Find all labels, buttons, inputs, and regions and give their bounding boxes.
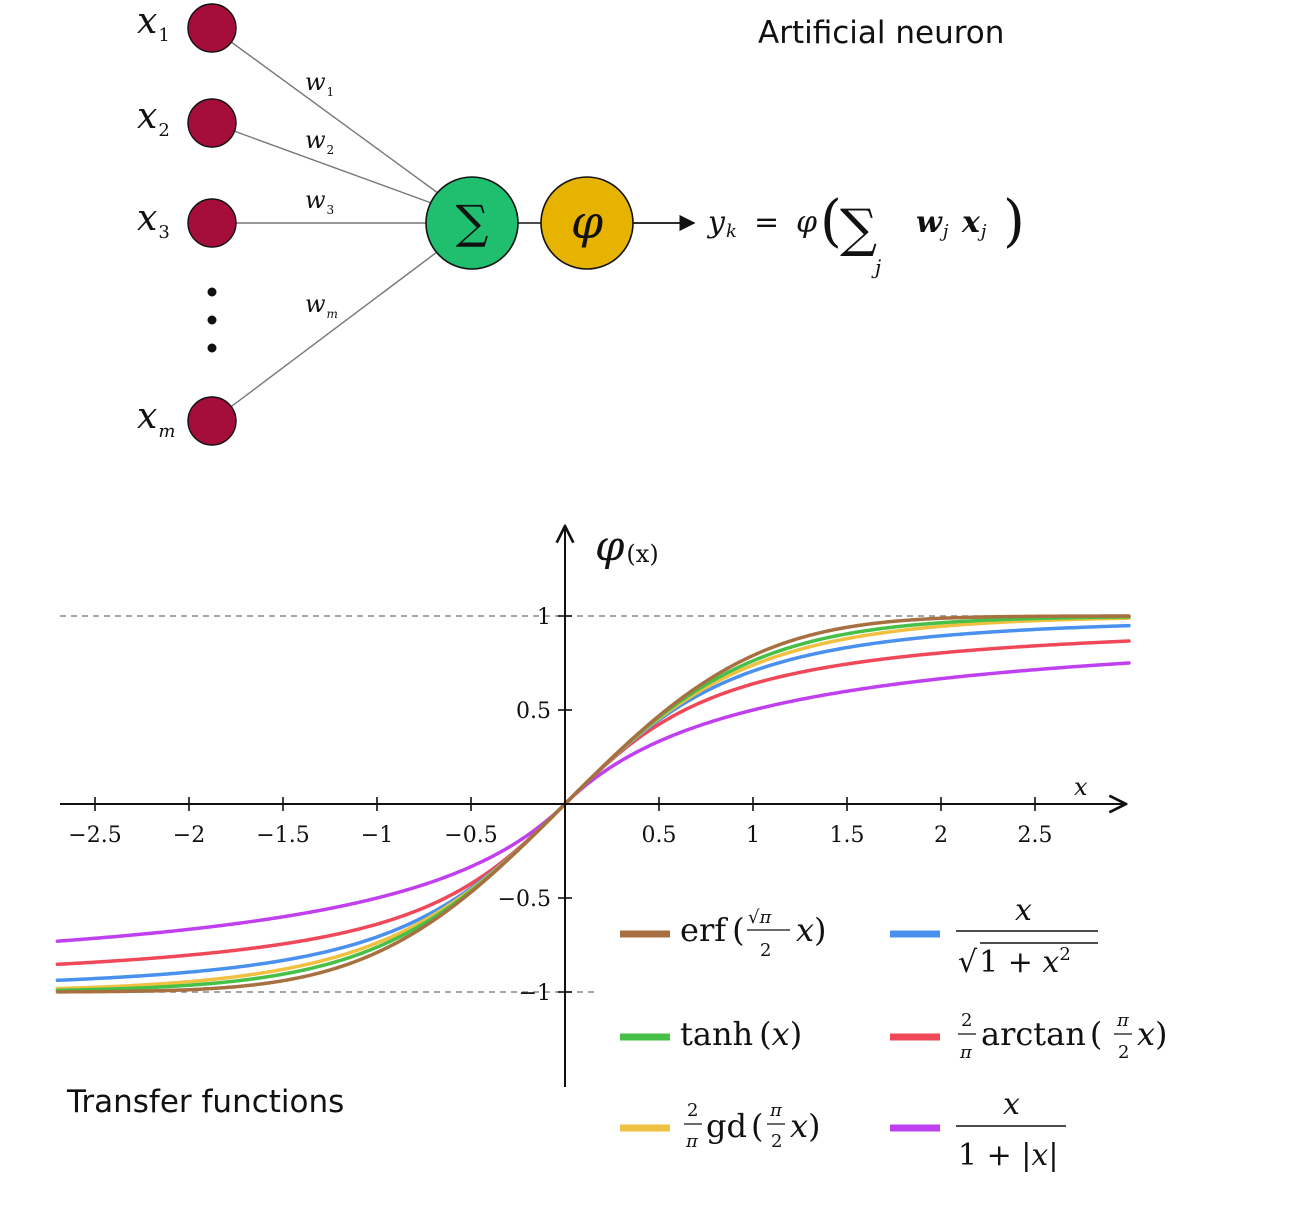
output-phi: φ — [796, 205, 817, 240]
curve-erf_sqrtpi_half — [55, 614, 1131, 994]
input-node-2 — [187, 98, 237, 148]
x-tick-label: 1.5 — [830, 823, 865, 848]
x-tick-label: −2 — [173, 823, 205, 848]
legend: erf( √π 2 x) tanh(x) 2 π gd( π 2 x) — [620, 893, 1168, 1173]
x-tick-label: 2 — [934, 823, 948, 848]
weight-label-m: wm — [305, 290, 338, 321]
output-weight: wj — [916, 205, 949, 242]
x-tick-label: 0.5 — [642, 823, 677, 848]
input-node-1 — [187, 3, 237, 53]
legend-label-gd: 2 π gd( π 2 x) — [684, 1100, 821, 1152]
svg-text:√1 + x2: √1 + x2 — [958, 944, 1071, 980]
activation-node — [540, 176, 634, 270]
weight-line-2 — [211, 122, 435, 205]
svg-text:x): x) — [790, 1107, 821, 1145]
legend-label-erf: erf( — [680, 911, 745, 949]
svg-text:π: π — [1116, 1010, 1130, 1031]
output-close-paren: ) — [1003, 189, 1025, 254]
legend-label-arctan: 2 π arctan( π 2 x) — [958, 1010, 1168, 1063]
svg-text:2: 2 — [687, 1100, 698, 1121]
svg-text:√π: √π — [748, 907, 772, 928]
weight-line-1 — [211, 27, 443, 197]
y-tick-label: −1 — [519, 981, 551, 1006]
svg-text:1 + |x|: 1 + |x| — [958, 1138, 1058, 1173]
svg-text:x: x — [1003, 1087, 1020, 1122]
legend-frac-sqrtpi-2: √π 2 — [747, 907, 790, 961]
output-equals: = — [754, 205, 779, 240]
output-sigma-sub: j — [871, 255, 881, 279]
svg-text:x): x) — [1137, 1015, 1168, 1053]
sigma-icon: ∑ — [456, 195, 489, 249]
weight-label-2: w2 — [305, 126, 334, 157]
weight-label-3: w3 — [305, 186, 334, 217]
svg-text:2: 2 — [1118, 1042, 1129, 1063]
input-label-2: x2 — [137, 96, 170, 141]
x-tick-label: −2.5 — [68, 823, 121, 848]
svg-text:arctan(: arctan( — [981, 1015, 1102, 1053]
y-tick-label: −0.5 — [498, 887, 551, 912]
legend-label-algebraic: x √1 + x2 — [956, 893, 1098, 980]
x-tick-label: 2.5 — [1018, 823, 1053, 848]
output-open-paren: ( — [820, 189, 842, 254]
phi-icon: φ — [571, 195, 604, 249]
neuron-title: Artificial neuron — [758, 15, 1004, 51]
x-tick-label: −1 — [361, 823, 393, 848]
x-ticks: −2.5 −2 −1.5 −1 −0.5 0.5 1 1.5 2 2.5 — [68, 797, 1053, 848]
input-label-1: x1 — [137, 1, 170, 46]
input-node-3 — [187, 198, 237, 248]
legend-label-tanh: tanh(x) — [680, 1015, 802, 1053]
weight-line-m — [211, 251, 438, 422]
svg-text:π: π — [959, 1042, 973, 1063]
y-ticks: 1 0.5 −0.5 −1 — [498, 605, 572, 1006]
weight-label-1: w1 — [305, 68, 334, 99]
neuron-diagram: Artificial neuron x1 x2 x3 xm w1 w2 w3 w… — [137, 1, 1025, 446]
y-tick-label: 1 — [537, 605, 551, 630]
output-lhs: yk — [706, 205, 737, 242]
curve-arctan — [55, 639, 1131, 967]
output-sigma: ∑ — [840, 199, 877, 259]
svg-text:π: π — [769, 1100, 783, 1121]
input-node-m — [187, 396, 237, 446]
svg-text:gd(: gd( — [706, 1107, 763, 1145]
output-input: xj — [961, 205, 987, 242]
svg-text:2: 2 — [771, 1131, 782, 1152]
curves — [55, 614, 1131, 994]
output-equation: yk = φ ( ∑ j wj xj ) — [706, 189, 1025, 279]
input-label-m: xm — [137, 396, 175, 442]
input-label-3: x3 — [137, 198, 170, 243]
x-tick-label: −0.5 — [444, 823, 497, 848]
svg-text:π: π — [685, 1131, 699, 1152]
transfer-function-chart: −2.5 −2 −1.5 −1 −0.5 0.5 1 1.5 2 2.5 1 0.5 −0.5 −1 φ… — [55, 521, 1168, 1173]
ellipsis-dot — [207, 343, 217, 353]
x-tick-label: −1.5 — [256, 823, 309, 848]
chart-title: Transfer functions — [66, 1084, 344, 1120]
axes — [60, 526, 1126, 1087]
legend-label-softsign: x 1 + |x| — [956, 1087, 1066, 1173]
ellipsis-dot — [207, 315, 217, 325]
y-axis-label: φ(x) — [595, 521, 659, 570]
ellipsis-dot — [207, 287, 217, 297]
svg-text:2: 2 — [760, 940, 771, 961]
x-tick-label: 1 — [746, 823, 760, 848]
svg-text:2: 2 — [961, 1010, 972, 1031]
summation-node — [425, 176, 519, 270]
curve-softsign — [55, 661, 1131, 943]
x-axis-label: x — [1074, 773, 1088, 801]
svg-text:x: x — [1015, 893, 1032, 928]
svg-text:x): x) — [796, 911, 827, 949]
y-tick-label: 0.5 — [516, 699, 551, 724]
